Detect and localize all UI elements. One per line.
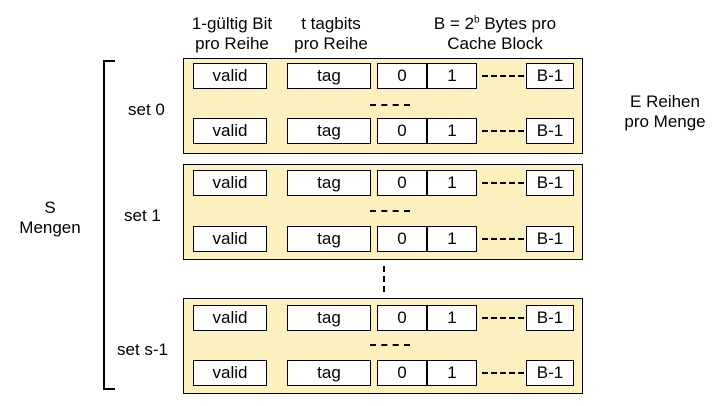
tag-cell: tag [287,170,371,196]
valid-header-line1: 1-gültig Bit [191,14,273,33]
e-reihen-line1: E Reihen [630,92,700,111]
byte-1-cell: 1 [427,360,477,386]
valid-column-header: 1-gültig Bit pro Reihe [184,14,280,54]
byte-last-cell: B-1 [526,63,574,89]
line-ellipsis [370,344,410,346]
valid-bit-cell: valid [193,63,267,89]
valid-bit-cell: valid [193,305,267,331]
byte-0-cell: 0 [377,360,427,386]
block-header-line2: Cache Block [447,34,543,53]
tag-header-line2: pro Reihe [294,34,368,53]
set-s-1-label: set s-1 [117,340,169,359]
sets-bracket [103,60,115,390]
byte-1-cell: 1 [427,63,477,89]
byte-ellipsis [482,130,524,132]
valid-bit-cell: valid [193,360,267,386]
mengen-label: Mengen [19,218,81,237]
vertical-ellipsis [383,266,385,292]
tag-cell: tag [287,360,371,386]
tag-column-header: t tagbits pro Reihe [283,14,379,54]
tag-cell: tag [287,63,371,89]
tag-cell: tag [287,226,371,252]
byte-ellipsis [482,238,524,240]
byte-1-cell: 1 [427,305,477,331]
byte-0-cell: 0 [377,118,427,144]
byte-last-cell: B-1 [526,305,574,331]
byte-1-cell: 1 [427,226,477,252]
valid-bit-cell: valid [193,226,267,252]
valid-bit-cell: valid [193,118,267,144]
byte-1-cell: 1 [427,170,477,196]
byte-last-cell: B-1 [526,226,574,252]
byte-ellipsis [482,182,524,184]
e-reihen-label: E Reihen pro Menge [610,92,720,132]
line-ellipsis [370,210,410,212]
byte-last-cell: B-1 [526,170,574,196]
line-ellipsis [370,104,410,106]
valid-header-line2: pro Reihe [195,34,269,53]
tag-header-line1: t tagbits [301,14,361,33]
byte-last-cell: B-1 [526,360,574,386]
s-label: S [44,198,56,217]
set-1-label: set 1 [124,206,161,225]
tag-cell: tag [287,118,371,144]
byte-last-cell: B-1 [526,118,574,144]
byte-0-cell: 0 [377,170,427,196]
valid-bit-cell: valid [193,170,267,196]
byte-1-cell: 1 [427,118,477,144]
tag-cell: tag [287,305,371,331]
block-header-line1: B = 2b Bytes pro [433,14,557,33]
byte-ellipsis [482,317,524,319]
byte-0-cell: 0 [377,305,427,331]
set-0-label: set 0 [128,100,165,119]
byte-ellipsis [482,75,524,77]
e-reihen-line2: pro Menge [624,112,706,131]
byte-0-cell: 0 [377,63,427,89]
byte-0-cell: 0 [377,226,427,252]
exponent-b: b [474,14,480,26]
s-mengen-label: S Mengen [5,198,95,238]
byte-ellipsis [482,372,524,374]
block-column-header: B = 2b Bytes pro Cache Block [405,14,585,54]
